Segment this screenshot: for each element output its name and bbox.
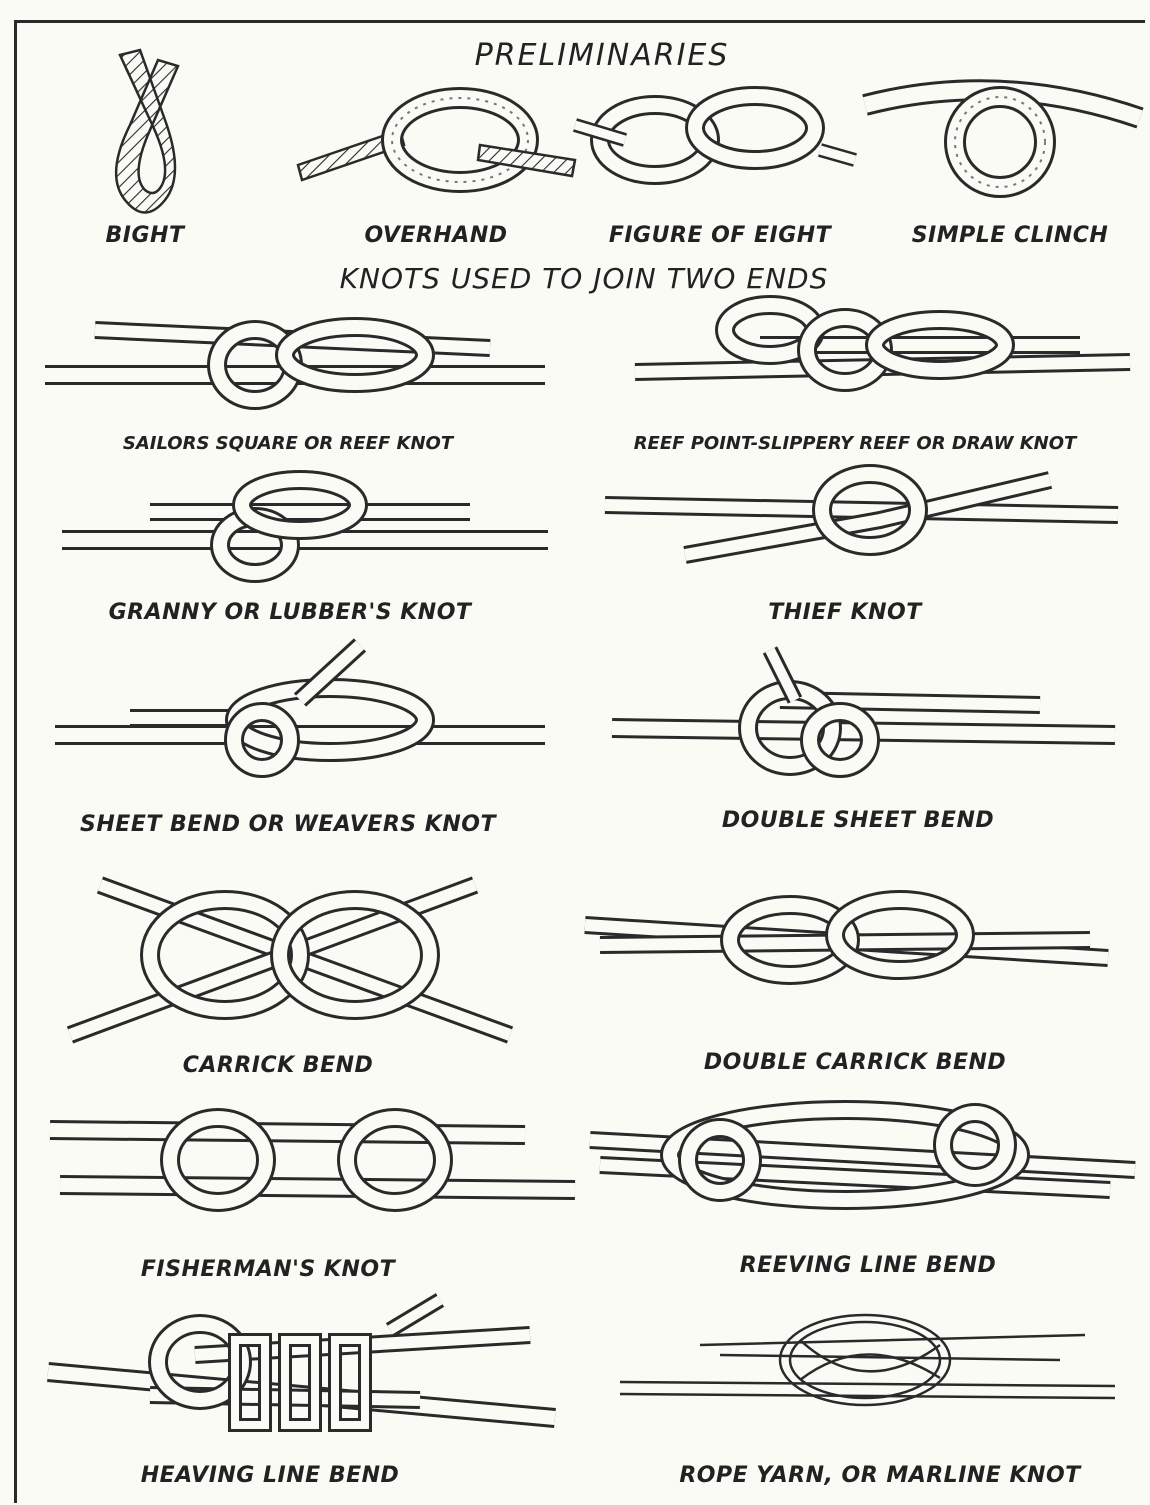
sheet-bend-label: SHEET BEND OR WEAVERS KNOT <box>80 812 496 837</box>
double-sheet-bend-drawing <box>612 650 1115 768</box>
reef-knot-label: SAILORS SQUARE OR REEF KNOT <box>123 433 453 454</box>
heaving-line-bend-label: HEAVING LINE BEND <box>141 1463 400 1488</box>
carrick-bend-drawing <box>70 885 510 1035</box>
granny-knot-drawing <box>62 480 548 573</box>
sheet-bend-drawing <box>55 645 545 768</box>
rope-yarn-knot-drawing <box>620 1315 1115 1405</box>
reef-point-label: REEF POINT-SLIPPERY REEF OR DRAW KNOT <box>634 433 1077 454</box>
reef-knot-drawing <box>45 327 545 400</box>
overhand-drawing <box>298 98 575 182</box>
bight-drawing <box>116 50 178 213</box>
reeving-line-bend-drawing <box>590 1110 1135 1200</box>
double-sheet-bend-label: DOUBLE SHEET BEND <box>722 808 994 833</box>
reeving-line-bend-label: REEVING LINE BEND <box>740 1253 997 1278</box>
thief-knot-drawing <box>605 474 1118 555</box>
heaving-line-bend-drawing <box>48 1300 555 1425</box>
double-carrick-bend-drawing <box>585 900 1108 975</box>
figure-of-eight-drawing <box>575 96 855 175</box>
granny-knot-label: GRANNY OR LUBBER'S KNOT <box>109 600 472 625</box>
fishermans-knot-drawing <box>50 1118 575 1202</box>
fishermans-knot-label: FISHERMAN'S KNOT <box>141 1257 395 1282</box>
preliminaries-heading: PRELIMINARIES <box>475 38 730 73</box>
rope-yarn-knot-label: ROPE YARN, OR MARLINE KNOT <box>679 1463 1080 1488</box>
bight-label: BIGHT <box>106 223 185 248</box>
join-two-ends-heading: KNOTS USED TO JOIN TWO ENDS <box>340 262 829 295</box>
overhand-label: OVERHAND <box>364 223 507 248</box>
reef-point-drawing <box>635 305 1130 382</box>
carrick-bend-label: CARRICK BEND <box>183 1053 374 1078</box>
double-carrick-bend-label: DOUBLE CARRICK BEND <box>704 1050 1006 1075</box>
simple-clinch-drawing <box>865 90 1140 187</box>
figure-of-eight-label: FIGURE OF EIGHT <box>609 223 831 248</box>
simple-clinch-label: SIMPLE CLINCH <box>912 223 1109 248</box>
thief-knot-label: THIEF KNOT <box>768 600 922 625</box>
